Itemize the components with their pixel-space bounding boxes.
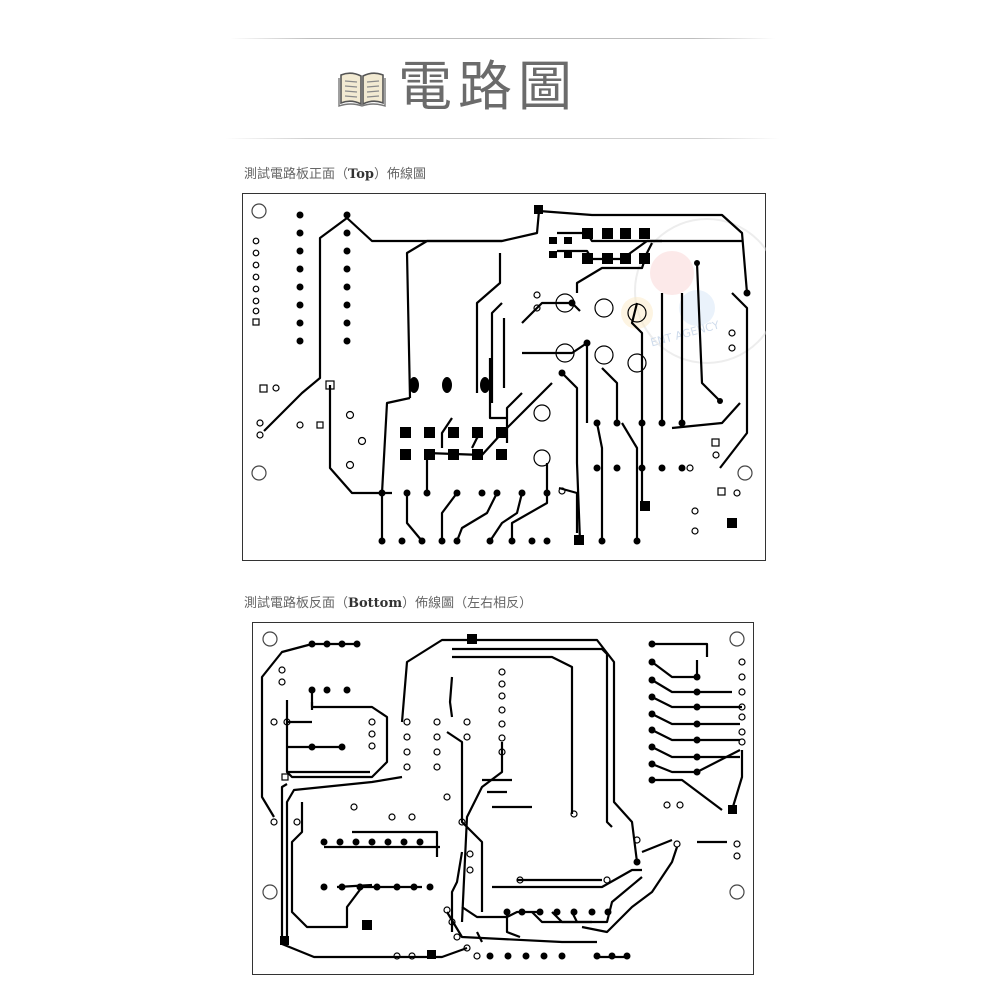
header-bottom-rule — [225, 138, 780, 139]
caption-suffix: ）佈線圖（左右相反） — [402, 596, 533, 611]
bottom-traces — [260, 638, 744, 959]
bottom-layout-caption: 測試電路板反面（Bottom）佈線圖（左右相反） — [244, 592, 532, 611]
top-traces — [263, 209, 749, 542]
caption-suffix: ）佈線圖 — [373, 167, 426, 182]
page-header: 電路圖 — [338, 52, 578, 122]
header-top-rule — [230, 38, 775, 39]
top-layer-pcb-diagram: ENT AGENCY — [242, 193, 766, 561]
top-open-pads — [252, 237, 741, 535]
caption-prefix: 測試電路板正面（ — [244, 167, 349, 182]
caption-layer: Top — [348, 167, 374, 182]
caption-layer: Bottom — [348, 596, 403, 611]
mounting-holes — [262, 631, 745, 900]
open-book-icon — [338, 72, 386, 107]
bottom-pads — [280, 634, 737, 960]
top-pads — [296, 205, 751, 545]
mounting-holes — [251, 203, 753, 481]
page-title: 電路圖 — [398, 55, 578, 118]
bottom-open-pads — [270, 658, 746, 960]
caption-prefix: 測試電路板反面（ — [244, 596, 349, 611]
top-layout-caption: 測試電路板正面（Top）佈線圖 — [244, 163, 426, 182]
bottom-layer-pcb-diagram — [252, 622, 754, 975]
